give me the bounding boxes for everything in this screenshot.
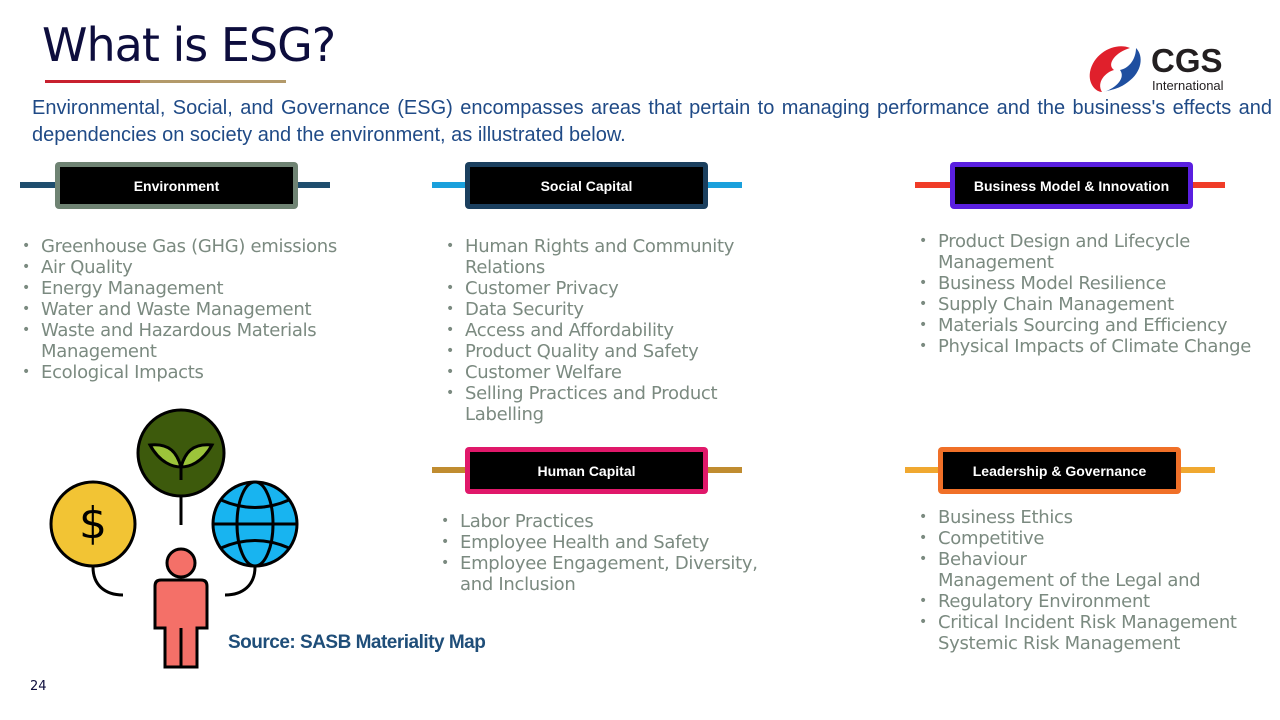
- title-underline-gold: [140, 80, 286, 83]
- list-item: Management: [41, 341, 157, 362]
- list-item: Regulatory Environment: [919, 591, 1237, 612]
- list-item: Access and Affordability: [446, 320, 734, 341]
- esg-person-illustration: $: [49, 408, 299, 669]
- list-item: Product Design and Lifecycle: [919, 231, 1251, 252]
- business-model-list: Product Design and LifecycleManagementBu…: [919, 231, 1251, 357]
- category-label: Business Model & Innovation: [955, 167, 1188, 204]
- list-item: Energy Management: [22, 278, 337, 299]
- environment-list: Greenhouse Gas (GHG) emissionsAir Qualit…: [22, 236, 337, 383]
- list-item: Physical Impacts of Climate Change: [919, 336, 1251, 357]
- page-title: What is ESG?: [42, 18, 336, 72]
- list-item: Employee Health and Safety: [441, 532, 758, 553]
- list-item: Critical Incident Risk Management: [919, 612, 1237, 633]
- human-capital-list: Labor PracticesEmployee Health and Safet…: [441, 511, 758, 595]
- list-item: Selling Practices and Product: [446, 383, 734, 404]
- list-item: and Inclusion: [460, 574, 576, 595]
- list-item: Business Model Resilience: [919, 273, 1251, 294]
- list-item: Employee Engagement, Diversity,: [441, 553, 758, 574]
- cgs-swirl-icon: [1089, 46, 1141, 92]
- list-item: Competitive: [919, 528, 1237, 549]
- list-item: Data Security: [446, 299, 734, 320]
- leadership-governance-list: Business EthicsCompetitiveBehaviourManag…: [919, 507, 1237, 654]
- list-item: Customer Privacy: [446, 278, 734, 299]
- list-item: Management: [938, 252, 1054, 273]
- list-item: Supply Chain Management: [919, 294, 1251, 315]
- category-human-capital: Human Capital: [432, 447, 742, 494]
- logo-subtext: International: [1152, 78, 1224, 93]
- list-item: Product Quality and Safety: [446, 341, 734, 362]
- list-item: Human Rights and Community: [446, 236, 734, 257]
- plant-icon: [136, 408, 226, 525]
- list-item: Air Quality: [22, 257, 337, 278]
- category-label: Leadership & Governance: [943, 452, 1176, 489]
- list-item: Labor Practices: [441, 511, 758, 532]
- source-citation: Source: SASB Materiality Map: [228, 632, 486, 653]
- list-item: Greenhouse Gas (GHG) emissions: [22, 236, 337, 257]
- person-icon: [153, 547, 209, 669]
- category-label: Environment: [60, 167, 293, 204]
- logo-text: CGS: [1151, 42, 1223, 79]
- list-item: Management of the Legal and: [938, 570, 1201, 591]
- category-label: Human Capital: [470, 452, 703, 489]
- social-capital-list: Human Rights and CommunityRelationsCusto…: [446, 236, 734, 425]
- list-item: Materials Sourcing and Efficiency: [919, 315, 1251, 336]
- category-business-model: Business Model & Innovation: [915, 162, 1225, 209]
- title-underline-red: [45, 80, 140, 83]
- list-item: Behaviour: [919, 549, 1237, 570]
- category-social-capital: Social Capital: [432, 162, 742, 209]
- list-item: Systemic Risk Management: [938, 633, 1181, 654]
- globe-icon: [211, 480, 299, 597]
- list-item: Ecological Impacts: [22, 362, 337, 383]
- page-number: 24: [30, 679, 47, 694]
- dollar-coin-icon: $: [49, 480, 137, 597]
- list-item: Relations: [465, 257, 545, 278]
- list-item: Waste and Hazardous Materials: [22, 320, 337, 341]
- category-label: Social Capital: [470, 167, 703, 204]
- list-item: Labelling: [465, 404, 544, 425]
- list-item: Water and Waste Management: [22, 299, 337, 320]
- category-environment: Environment: [20, 162, 330, 209]
- svg-text:$: $: [79, 498, 107, 549]
- category-leadership-governance: Leadership & Governance: [905, 447, 1215, 494]
- list-item: Customer Welfare: [446, 362, 734, 383]
- intro-paragraph: Environmental, Social, and Governance (E…: [32, 97, 1272, 146]
- list-item: Business Ethics: [919, 507, 1237, 528]
- cgs-logo: CGS International: [1086, 42, 1236, 94]
